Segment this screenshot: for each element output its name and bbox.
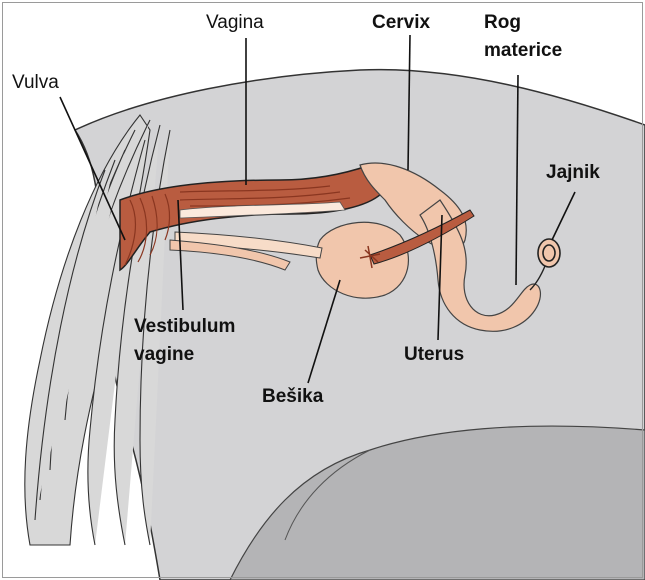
label-besika: Bešika: [262, 386, 323, 408]
label-cervix: Cervix: [372, 12, 430, 34]
label-vulva: Vulva: [12, 72, 59, 94]
bladder: [316, 222, 408, 298]
label-vestibulum-line2: vagine: [134, 344, 194, 366]
label-vestibulum-line1: Vestibulum: [134, 316, 235, 338]
label-rog-line1: Rog: [484, 12, 521, 34]
label-uterus: Uterus: [404, 344, 464, 366]
label-jajnik: Jajnik: [546, 162, 600, 184]
label-vagina: Vagina: [206, 12, 264, 34]
label-rog-line2: materice: [484, 40, 562, 62]
